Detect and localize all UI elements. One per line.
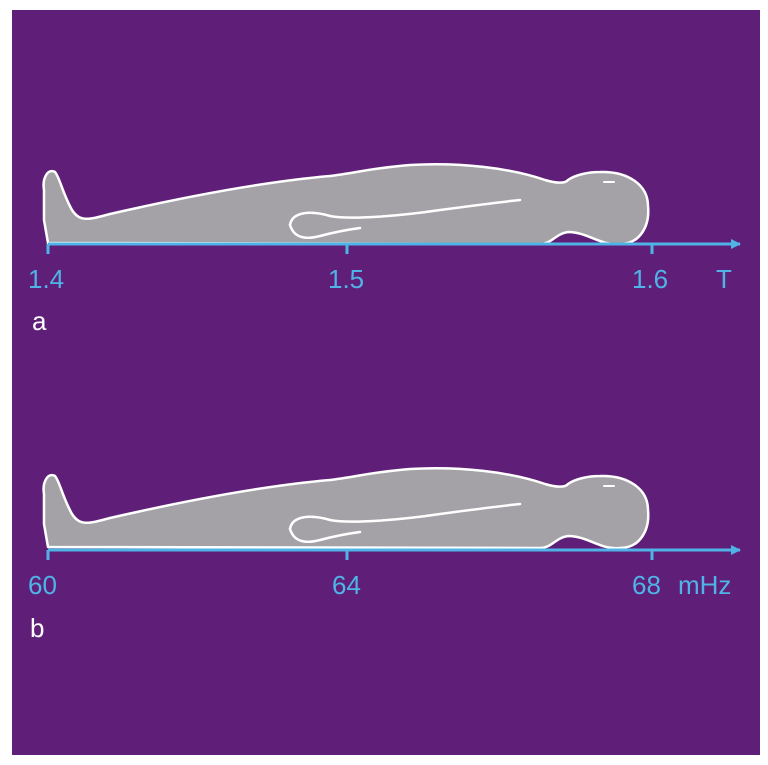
axis-a-unit-label: T xyxy=(716,266,732,292)
panel-a-label: a xyxy=(32,308,46,334)
axis-b xyxy=(48,550,740,560)
axis-a-tick-label-2: 1.5 xyxy=(328,266,364,292)
axis-a xyxy=(48,244,740,254)
panel-b-label: b xyxy=(30,615,44,641)
axis-b-tick-label-2: 64 xyxy=(332,572,361,598)
axis-a-tick-label-3: 1.6 xyxy=(632,266,668,292)
axis-b-tick-label-1: 60 xyxy=(28,572,57,598)
axis-a-tick-label-1: 1.4 xyxy=(28,266,64,292)
axis-b-tick-label-3: 68 xyxy=(632,572,661,598)
axis-b-unit-label: mHz xyxy=(678,572,731,598)
body-silhouette-a xyxy=(44,164,649,244)
body-silhouette-b xyxy=(44,468,649,548)
